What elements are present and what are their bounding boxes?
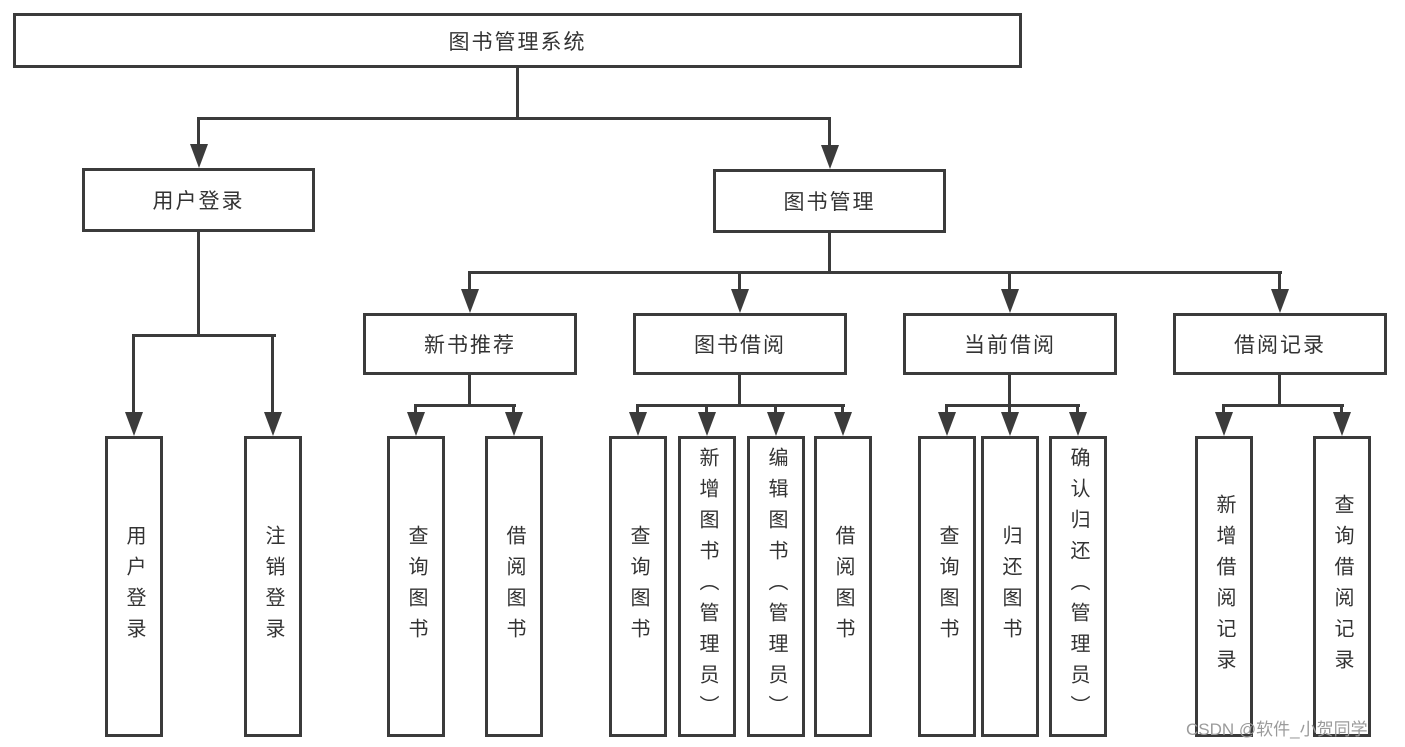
arrow-down-icon [1001,289,1019,313]
node-library-management-system: 图书管理系统 [13,13,1022,68]
connector-line [1278,271,1281,293]
leaf-label: 用户登录 [123,524,145,649]
connector-line [705,404,708,416]
connector-line [468,375,471,407]
node-label: 图书管理系统 [448,30,587,54]
arrow-down-icon [629,412,647,436]
arrow-down-icon [767,412,785,436]
connector-line [841,404,844,416]
node-label: 用户登录 [152,190,245,213]
leaf-label: 查询图书 [405,524,427,649]
connector-line [468,271,1282,274]
arrow-down-icon [698,412,716,436]
leaf-borrow-books: 借阅图书 [814,436,872,737]
arrow-down-icon [407,412,425,436]
leaf-query-books-recommend: 查询图书 [387,436,445,737]
leaf-query-books-current: 查询图书 [918,436,976,737]
node-new-book-recommend: 新书推荐 [363,313,577,375]
leaf-label: 注销登录 [262,524,284,649]
connector-line [1008,375,1011,407]
arrow-down-icon [1333,412,1351,436]
connector-line [738,375,741,407]
connector-line [945,404,1080,407]
leaf-label: 归还图书 [999,524,1021,649]
connector-line [271,334,274,416]
leaf-borrow-books-recommend: 借阅图书 [485,436,543,737]
connector-line [1008,271,1011,293]
node-label: 借阅记录 [1234,334,1326,357]
arrow-down-icon [1001,412,1019,436]
node-current-borrowing: 当前借阅 [903,313,1117,375]
connector-line [197,117,831,120]
connector-line [1278,375,1281,407]
leaf-label: 借阅图书 [832,524,854,649]
connector-line [414,404,417,416]
connector-line [197,117,200,147]
node-book-management: 图书管理 [713,169,946,233]
connector-line [636,404,845,407]
connector-line [414,404,516,407]
leaf-logout: 注销登录 [244,436,302,737]
connector-line [197,232,200,337]
node-label: 图书管理 [783,191,876,214]
connector-line [1076,404,1079,416]
leaf-query-borrow-record: 查询借阅记录 [1313,436,1371,737]
leaf-label: 查询借阅记录 [1331,493,1353,680]
leaf-query-books-borrowing: 查询图书 [609,436,667,737]
leaf-user-login: 用户登录 [105,436,163,737]
arrow-down-icon [938,412,956,436]
node-book-borrowing: 图书借阅 [633,313,847,375]
arrow-down-icon [1069,412,1087,436]
connector-line [512,404,515,416]
arrow-down-icon [1215,412,1233,436]
arrow-down-icon [731,289,749,313]
leaf-edit-books-admin: 编辑图书（管理员） [747,436,805,737]
connector-line [828,117,831,147]
connector-line [132,334,135,416]
connector-line [1008,404,1011,416]
connector-line [636,404,639,416]
leaf-label: 新增图书（管理员） [696,447,718,726]
node-label: 图书借阅 [694,334,786,357]
leaf-label: 查询图书 [627,524,649,649]
arrow-down-icon [834,412,852,436]
connector-line [945,404,948,416]
leaf-label: 编辑图书（管理员） [765,447,787,726]
leaf-confirm-return-admin: 确认归还（管理员） [1049,436,1107,737]
connector-line [1222,404,1225,416]
arrow-down-icon [461,289,479,313]
arrow-down-icon [505,412,523,436]
arrow-down-icon [264,412,282,436]
connector-line [132,334,276,337]
leaf-add-borrow-record: 新增借阅记录 [1195,436,1253,737]
arrow-down-icon [1271,289,1289,313]
node-label: 当前借阅 [964,334,1056,357]
connector-line [774,404,777,416]
leaf-return-books: 归还图书 [981,436,1039,737]
node-label: 新书推荐 [424,334,516,357]
arrow-down-icon [821,145,839,169]
connector-line [738,271,741,293]
arrow-down-icon [125,412,143,436]
csdn-watermark: CSDN @软件_小贺同学 [1186,720,1368,739]
leaf-label: 查询图书 [936,524,958,649]
connector-line [1222,404,1344,407]
leaf-label: 新增借阅记录 [1213,493,1235,680]
connector-line [516,68,519,119]
connector-line [828,233,831,274]
node-user-login: 用户登录 [82,168,315,232]
leaf-label: 确认归还（管理员） [1067,447,1089,726]
leaf-add-books-admin: 新增图书（管理员） [678,436,736,737]
leaf-label: 借阅图书 [503,524,525,649]
node-borrowing-records: 借阅记录 [1173,313,1387,375]
connector-line [1340,404,1343,416]
arrow-down-icon [190,144,208,168]
connector-line [468,271,471,293]
